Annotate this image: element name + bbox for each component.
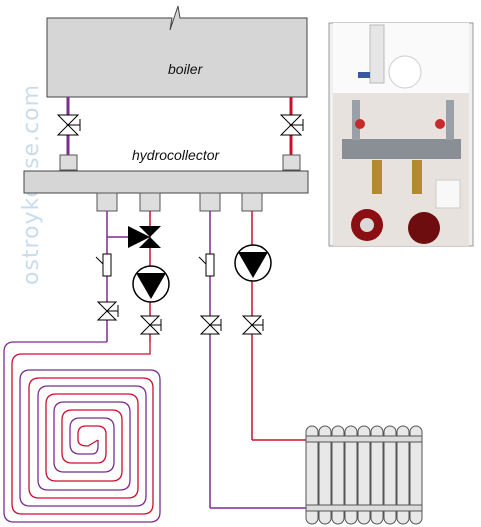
pump-icon <box>234 244 272 282</box>
floor-heating-loop-icon <box>3 341 161 523</box>
valve-icon <box>199 315 222 335</box>
collector-stub <box>96 192 118 212</box>
collector-stub <box>199 192 221 212</box>
hydrocollector-body <box>23 170 309 194</box>
valve-icon <box>279 114 304 136</box>
valve-icon <box>139 315 162 335</box>
boiler-photo <box>328 22 474 247</box>
three-way-valve-icon <box>128 226 161 248</box>
hydrocollector-label: hydrocollector <box>132 147 220 163</box>
pump-icon <box>132 265 170 303</box>
thermometer-icon <box>95 253 112 277</box>
valve-icon <box>96 301 119 321</box>
radiator-icon <box>305 425 423 525</box>
collector-stub <box>241 192 263 212</box>
thermometer-icon <box>198 253 215 277</box>
collector-stub <box>59 154 78 171</box>
boiler-body <box>46 5 308 98</box>
valve-icon <box>56 114 81 136</box>
boiler-label: boiler <box>168 61 204 77</box>
valve-icon <box>241 315 264 335</box>
collector-stub <box>139 192 161 212</box>
collector-stub <box>282 154 301 171</box>
